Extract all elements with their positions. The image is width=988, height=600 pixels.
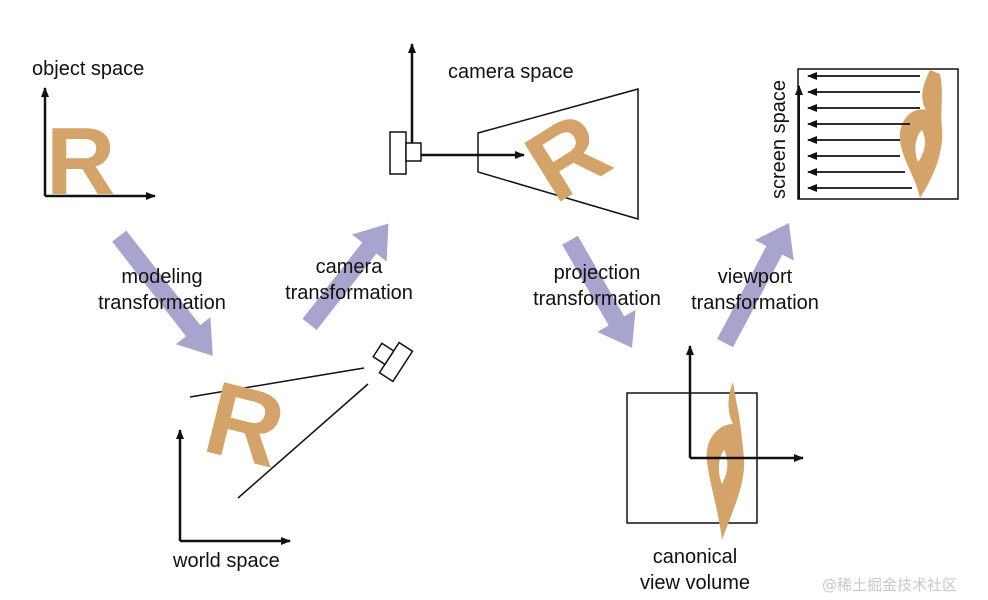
canonical-label-line-2: view volume — [639, 572, 751, 594]
camera-body-icon — [389, 131, 407, 175]
modeling-transformation-label: modeling transformation — [77, 264, 247, 316]
transformation-arrows — [112, 222, 794, 356]
camera-label-line-1: camera — [315, 256, 383, 278]
camera-label-line-2: transformation — [285, 282, 413, 304]
screen-space-hole — [915, 130, 925, 162]
viewport-label-line-2: transformation — [691, 292, 819, 314]
camera-space-frustum — [477, 88, 639, 221]
world-view-line-upper — [189, 367, 365, 398]
camera-space-letter-r: R — [507, 90, 628, 223]
world-space-label: world space — [173, 550, 280, 572]
projection-label-line-1: projection — [553, 262, 641, 284]
projection-transformation-label: projection transformation — [512, 260, 682, 312]
viewport-label-line-1: viewport — [717, 266, 793, 288]
screen-space-panel — [795, 68, 959, 200]
canonical-view-volume-label: canonical view volume — [610, 544, 780, 596]
world-space-panel: R — [176, 341, 414, 545]
modeling-transformation-arrow — [112, 230, 213, 356]
object-space-panel: R — [41, 87, 156, 215]
camera-transformation-arrow — [302, 223, 389, 330]
world-space-letter-r: R — [194, 360, 295, 491]
camera-space-label: camera space — [448, 61, 574, 83]
viewport-transformation-label: viewport transformation — [670, 264, 840, 316]
camera-lens-icon — [405, 142, 422, 162]
scanline-arrows — [807, 72, 920, 192]
modeling-label-line-2: transformation — [98, 292, 226, 314]
watermark: @稀土掘金技术社区 — [822, 576, 958, 594]
projection-label-line-2: transformation — [533, 288, 661, 310]
modeling-label-line-1: modeling — [121, 266, 203, 288]
screen-space-label: screen space — [768, 80, 790, 199]
viewport-transformation-arrow — [717, 222, 794, 348]
canonical-label-line-1: canonical — [652, 546, 738, 568]
camera-transformation-label: camera transformation — [264, 254, 434, 306]
projection-transformation-arrow — [562, 235, 636, 348]
canonical-volume-panel — [626, 345, 804, 540]
object-space-letter-r: R — [46, 108, 115, 215]
object-space-label: object space — [32, 58, 145, 80]
world-view-line-lower — [237, 383, 369, 499]
world-camera-icon — [372, 341, 414, 383]
